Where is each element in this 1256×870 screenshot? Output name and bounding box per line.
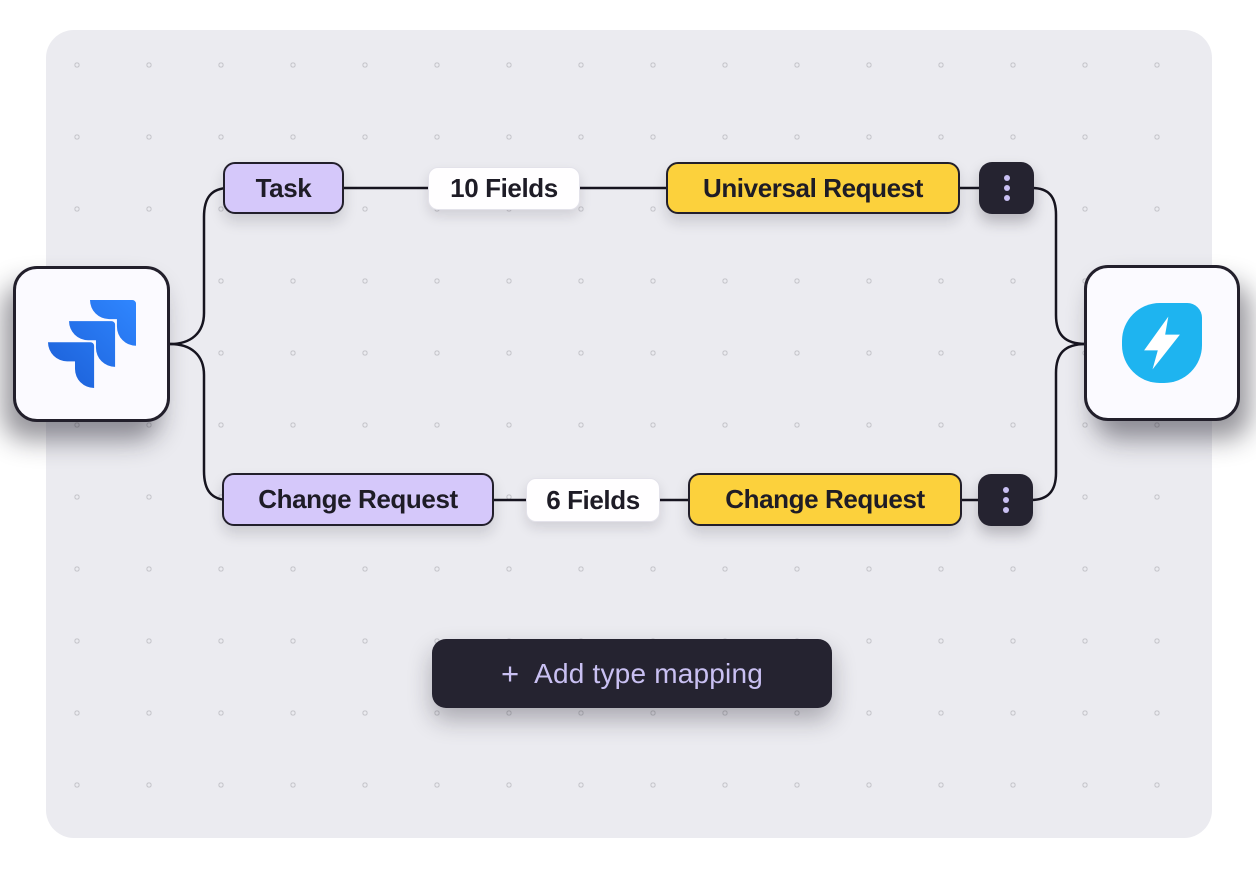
mapping-menu-button-bottom[interactable] [978,474,1033,526]
kebab-menu-icon [1002,487,1009,513]
fields-count-button-top[interactable]: 10 Fields [428,167,580,210]
add-type-mapping-button[interactable]: + Add type mapping [432,639,832,708]
source-app-node[interactable] [13,266,170,422]
plus-icon: + [500,656,520,691]
kebab-dot [1003,185,1010,191]
kebab-dot [1002,487,1009,493]
kebab-dot [1003,195,1010,201]
flow-canvas[interactable] [46,30,1212,838]
kebab-dot [1002,497,1009,503]
target-type-node-change-request[interactable]: Change Request [688,473,962,526]
fields-count-button-bottom[interactable]: 6 Fields [526,478,660,522]
jira-icon [47,300,136,388]
target-type-node-universal-request[interactable]: Universal Request [666,162,960,214]
lightning-icon [1122,303,1202,383]
add-type-mapping-label: Add type mapping [534,657,764,689]
source-type-node-change-request[interactable]: Change Request [222,473,494,526]
kebab-dot [1003,175,1010,181]
kebab-menu-icon [1003,175,1010,201]
source-type-node-task[interactable]: Task [223,162,344,214]
target-app-node[interactable] [1084,265,1240,421]
kebab-dot [1002,507,1009,513]
mapping-menu-button-top[interactable] [979,162,1034,214]
